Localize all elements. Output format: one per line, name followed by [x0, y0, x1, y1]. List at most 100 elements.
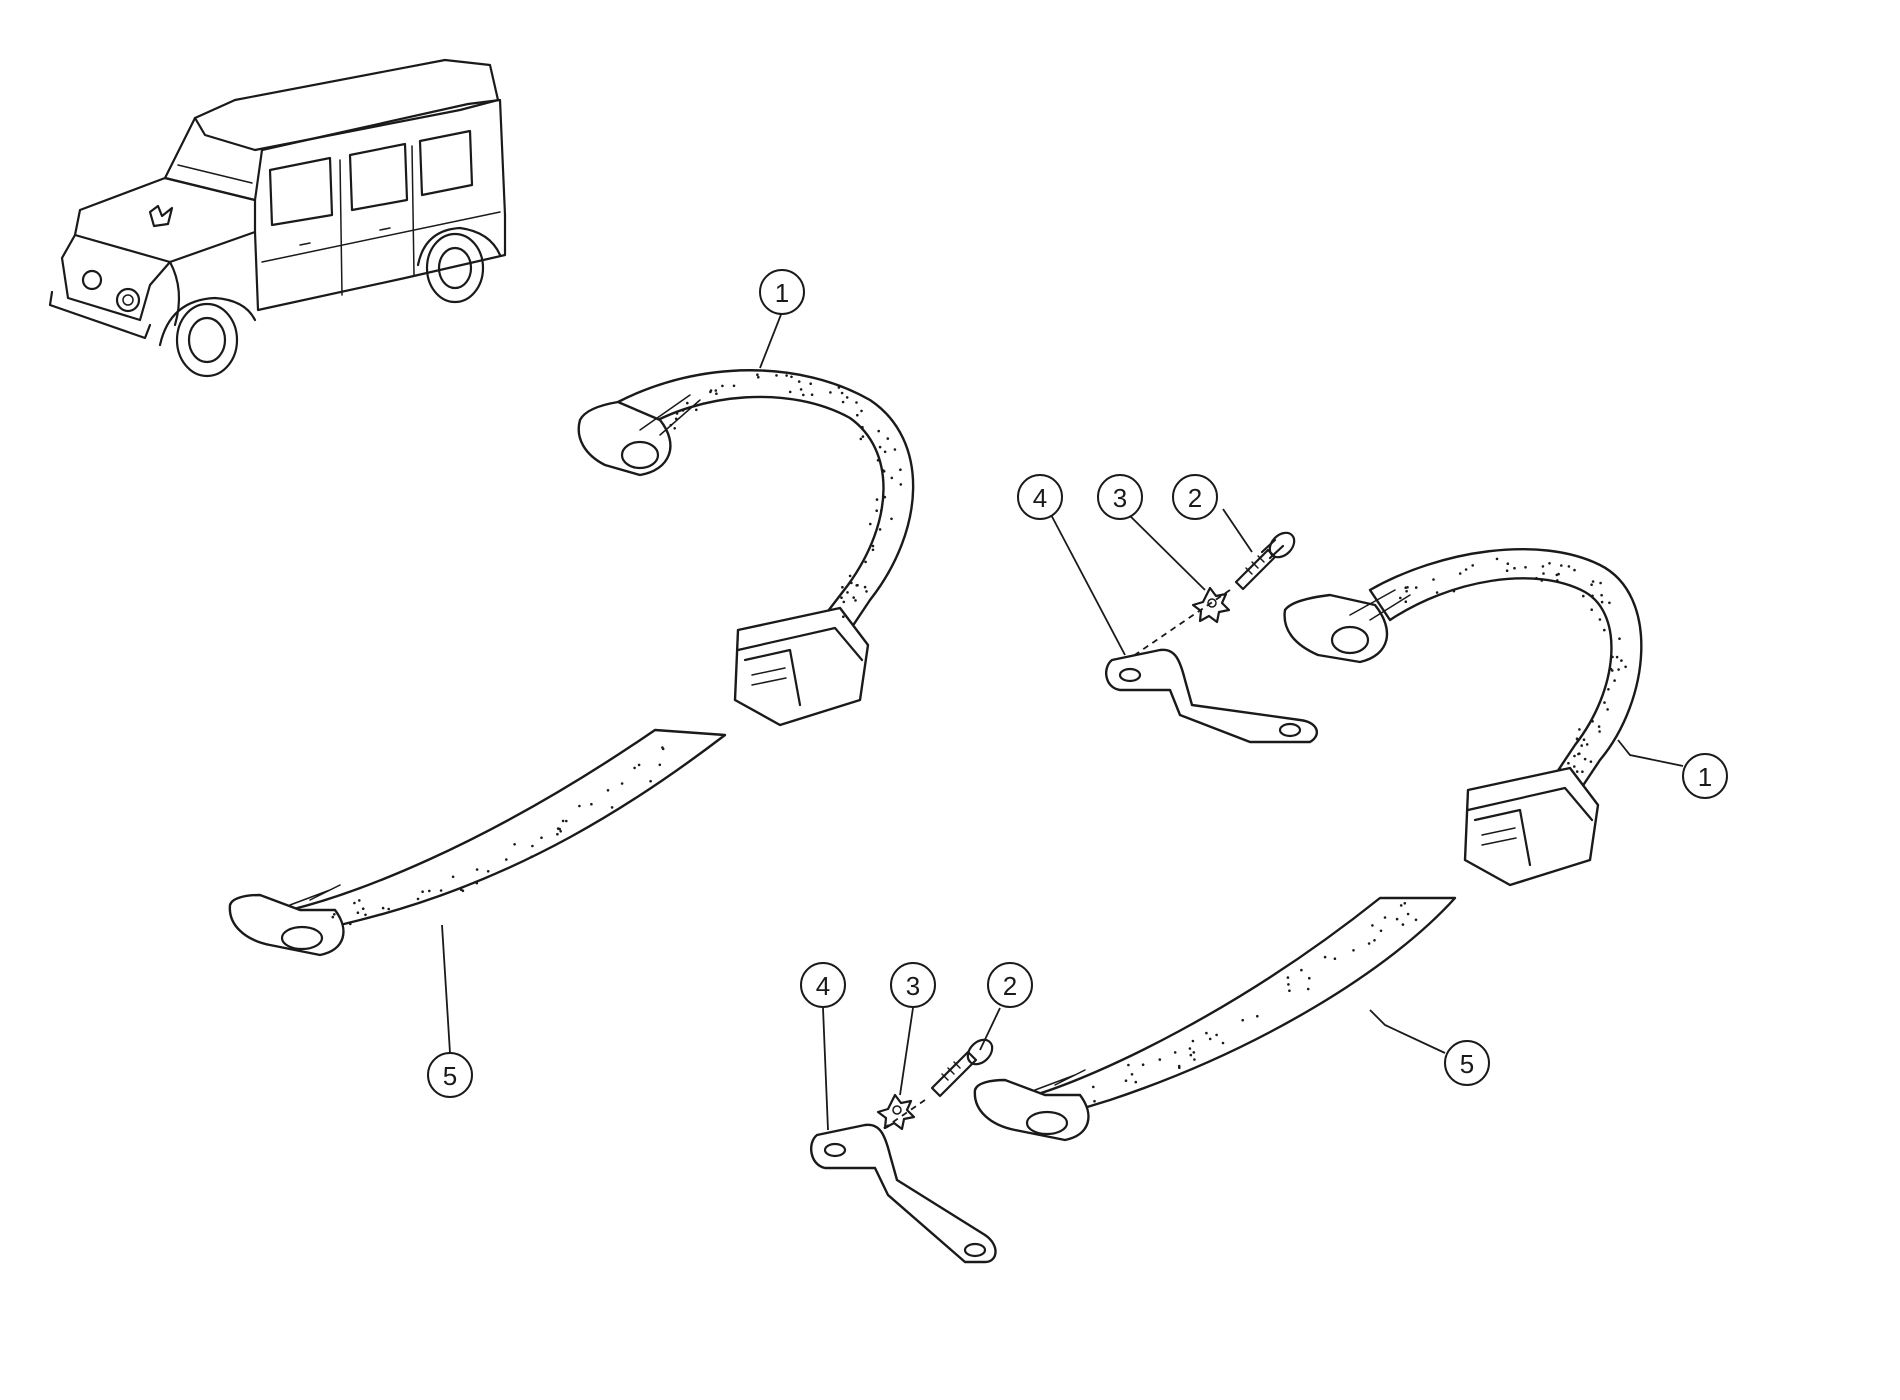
stipple-dot — [1598, 730, 1601, 733]
callout-label: 2 — [1003, 971, 1017, 1001]
stipple-dot — [439, 889, 443, 892]
stipple-dot — [865, 590, 868, 593]
stipple-dot — [331, 915, 335, 919]
stipple-dot — [1127, 1063, 1130, 1067]
callout-label: 4 — [1033, 483, 1047, 513]
stipple-dot — [855, 584, 858, 587]
stipple-dot — [451, 875, 455, 879]
stipple-dot — [475, 881, 479, 885]
stipple-dot — [530, 855, 533, 859]
stipple-dot — [1406, 912, 1410, 916]
stipple-dot — [1464, 568, 1468, 571]
stipple-dot — [1192, 1051, 1196, 1054]
stipple-dot — [1581, 770, 1584, 773]
stipple-dot — [353, 901, 356, 905]
stipple-dot — [1573, 568, 1576, 572]
stipple-dot — [1541, 565, 1545, 568]
callout-label: 3 — [1113, 483, 1127, 513]
stipple-dot — [1432, 578, 1435, 581]
stipple-dot — [1618, 637, 1621, 640]
stipple-dot — [1323, 955, 1327, 959]
stipple-dot — [1287, 983, 1290, 986]
stipple-dot — [854, 599, 857, 602]
stipple-dot — [1603, 701, 1606, 704]
stipple-dot — [1540, 579, 1544, 582]
stipple-dot — [1308, 976, 1311, 980]
stipple-dot — [1607, 688, 1610, 691]
stipple-dot — [1591, 720, 1594, 723]
stipple-dot — [461, 889, 465, 893]
stipple-dot — [890, 517, 893, 521]
stipple-dot — [675, 412, 679, 415]
stipple-dot — [721, 384, 724, 388]
stipple-dot — [859, 437, 863, 441]
callout-2-upper: 2 — [1172, 474, 1218, 520]
stipple-dot — [1578, 728, 1581, 731]
stipple-dot — [364, 913, 367, 917]
stipple-dot — [886, 437, 890, 440]
stipple-dot — [475, 868, 479, 871]
stipple-dot — [1241, 1018, 1244, 1022]
stipple-dot — [606, 789, 610, 792]
stipple-dot — [855, 401, 858, 404]
stipple-dot — [1624, 665, 1627, 669]
stipple-dot — [1575, 770, 1579, 773]
stipple-dot — [1495, 557, 1499, 561]
stipple-dot — [899, 468, 902, 472]
callout-label: 4 — [816, 971, 830, 1001]
stipple-dot — [848, 574, 852, 578]
stipple-dot — [785, 374, 788, 377]
callout-4-lower: 4 — [800, 962, 846, 1008]
stipple-dot — [1535, 576, 1538, 580]
stipple-dot — [358, 899, 361, 902]
callout-label: 5 — [1460, 1049, 1474, 1079]
stipple-dot — [1173, 1051, 1177, 1054]
stipple-dot — [883, 495, 887, 499]
stipple-dot — [637, 763, 641, 767]
callout-label: 2 — [1188, 483, 1202, 513]
stipple-dot — [1598, 618, 1602, 621]
stipple-dot — [810, 393, 814, 397]
stipple-dot — [1590, 583, 1593, 586]
stipple-dot — [1130, 1073, 1134, 1076]
stipple-dot — [842, 600, 846, 604]
stipple-dot — [1221, 1041, 1225, 1045]
stipple-dot — [1406, 586, 1409, 589]
stipple-dot — [1208, 1037, 1212, 1041]
callout-3-lower: 3 — [890, 962, 936, 1008]
stipple-dot — [841, 585, 844, 589]
stipple-dot — [387, 907, 391, 911]
stipple-dot — [578, 804, 581, 808]
stipple-dot — [875, 498, 879, 501]
stipple-dot — [531, 844, 534, 848]
stipple-dot — [1580, 744, 1583, 747]
stipple-dot — [893, 448, 897, 451]
stipple-dot — [842, 615, 845, 618]
callout-label: 3 — [906, 971, 920, 1001]
stipple-dot — [714, 389, 718, 392]
stipple-dot — [882, 469, 885, 472]
stipple-dot — [1578, 752, 1581, 755]
stipple-dot — [871, 544, 875, 548]
seat-belt-buckle-right — [1283, 547, 1643, 887]
stipple-dot — [620, 782, 624, 785]
stipple-dot — [1399, 596, 1402, 600]
strap-texture — [331, 373, 1627, 1103]
stipple-dot — [1158, 1058, 1162, 1061]
stipple-dot — [709, 389, 713, 392]
stipple-dot — [669, 423, 673, 427]
stipple-dot — [840, 596, 843, 599]
stipple-dot — [1557, 572, 1560, 576]
seat-belt-buckle-left — [577, 369, 915, 727]
stipple-dot — [1414, 586, 1418, 589]
callout-label: 1 — [775, 278, 789, 308]
stipple-dot — [1582, 594, 1585, 598]
stipple-dot — [416, 897, 420, 901]
callout-1-right: 1 — [1682, 753, 1728, 799]
stipple-dot — [1333, 957, 1337, 960]
stipple-dot — [861, 435, 865, 438]
stipple-dot — [1576, 739, 1580, 743]
stipple-dot — [428, 889, 431, 893]
stipple-dot — [559, 830, 562, 833]
